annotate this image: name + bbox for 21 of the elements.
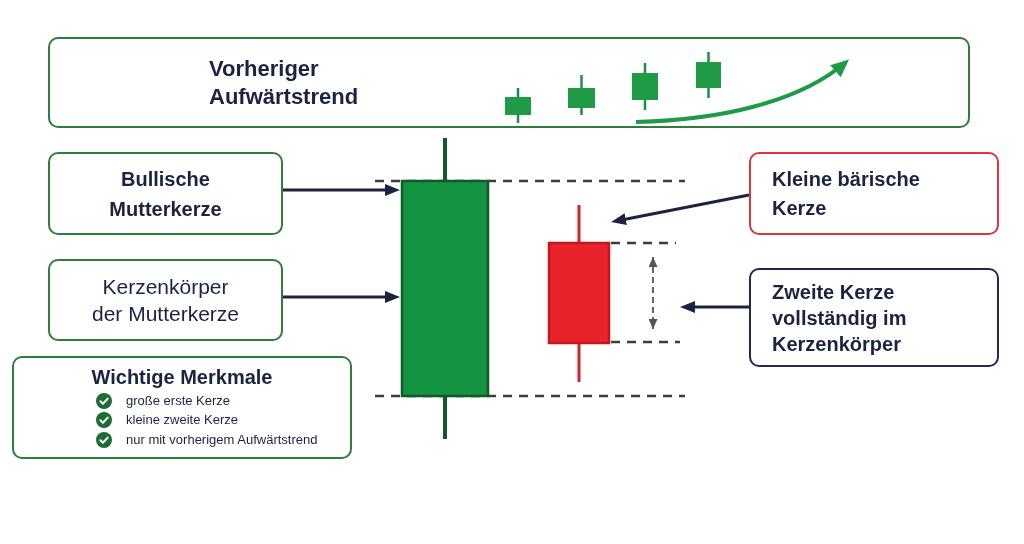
label-box: [749, 268, 999, 367]
list-item: nur mit vorherigem Aufwärtstrend: [126, 431, 318, 448]
arrow: [680, 301, 749, 313]
trend-panel: [48, 37, 970, 128]
arrow: [283, 184, 400, 196]
bullish-candlestick: [400, 138, 490, 439]
arrow: [611, 193, 750, 226]
panel-heading: Wichtige Merkmale: [90, 365, 274, 390]
label-box: [749, 152, 999, 235]
arrow: [283, 291, 400, 303]
bearish-candlestick: [547, 205, 611, 382]
panel-title: Vorheriger Aufwärtstrend: [209, 54, 360, 111]
list-item: große erste Kerze: [126, 392, 231, 409]
features-panel: [12, 356, 352, 459]
list-item: kleine zweite Kerze: [126, 412, 238, 429]
box-label: Zweite Kerze vollständig im Kerzenkörper: [772, 279, 908, 357]
box-label: Bullische Mutterkerze: [108, 166, 223, 222]
label-box: [48, 259, 283, 341]
box-label: Kleine bärische Kerze: [772, 166, 921, 221]
box-label: Kerzenkörper der Mutterkerze: [90, 274, 241, 327]
label-box: [48, 152, 283, 235]
